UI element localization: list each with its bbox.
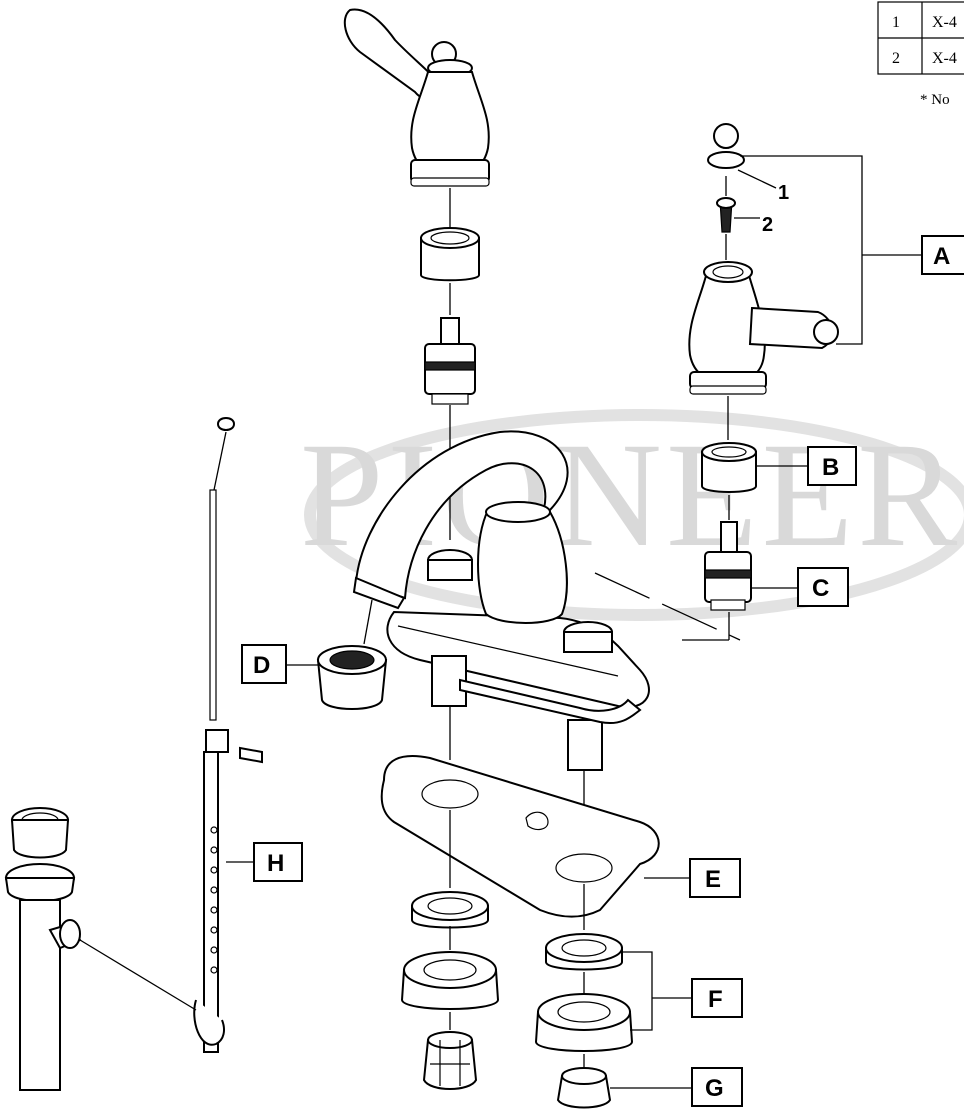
parts-table: 1 X-4 2 X-4 * No [877,1,964,108]
callout-B: B [807,446,857,486]
spout-body [352,430,650,771]
item-number-1: 1 [778,182,789,204]
svg-text:B: B [822,454,839,481]
left-washer [411,891,489,929]
callout-D: D [241,644,287,684]
svg-text:A: A [933,243,950,270]
svg-text:H: H [267,850,284,877]
clevis-strap [193,729,263,1053]
item-number-2: 2 [762,214,773,236]
table-row-2-num: 2 [892,50,900,67]
left-nut [400,951,500,1010]
svg-text:D: D [253,652,270,679]
svg-text:C: C [812,575,829,602]
aerator [316,645,388,710]
right-handle [688,123,839,395]
left-adapter [420,227,480,282]
callout-F: F [691,978,743,1018]
deck-gasket [380,755,660,918]
left-cartridge [424,317,476,405]
right-nut [534,993,634,1052]
right-cartridge [704,521,752,611]
left-coupling-nut [422,1031,478,1090]
svg-text:G: G [705,1075,724,1102]
left-handle [343,8,490,187]
callout-A: A [921,235,964,275]
svg-text:E: E [705,866,721,893]
right-adapter [701,442,757,493]
table-note: * No [920,92,950,108]
table-row-1-code: X-4 [932,14,957,31]
table-row-1-num: 1 [892,14,900,31]
right-coupling-nut [556,1067,612,1109]
svg-text:F: F [708,986,723,1013]
pop-up-rod [209,417,236,721]
callout-E: E [689,858,741,898]
drain-body [4,807,82,1091]
table-row-2-code: X-4 [932,50,957,67]
callout-H: H [253,842,303,882]
right-washer [545,933,623,971]
callout-G: G [691,1067,743,1107]
callout-C: C [797,567,849,607]
